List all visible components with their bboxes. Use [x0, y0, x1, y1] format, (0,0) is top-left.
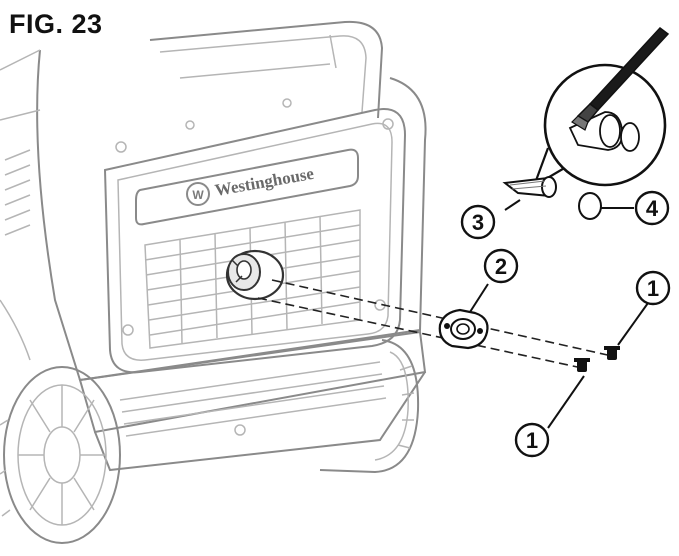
retaining-ring [578, 192, 634, 220]
brand-logo-icon [186, 182, 210, 206]
svg-text:4: 4 [646, 196, 659, 221]
generator-illustration: W Westinghouse [0, 20, 427, 544]
screw-upper [604, 346, 620, 360]
callout-3: 3 [460, 204, 496, 240]
svg-text:W: W [192, 188, 204, 202]
svg-text:3: 3 [472, 210, 484, 235]
svg-text:2: 2 [495, 254, 507, 279]
callout-leaders [469, 199, 649, 429]
exhaust-outlet [225, 249, 285, 301]
callout-1-upper: 1 [635, 270, 671, 306]
detail-magnifier [531, 26, 670, 189]
spark-arrestor-cover [438, 308, 489, 350]
screw-lower [574, 358, 590, 372]
callout-1-lower: 1 [514, 422, 550, 458]
brand-plate [135, 148, 359, 226]
figure-title: FIG. 23 [9, 9, 103, 39]
svg-text:1: 1 [526, 428, 538, 453]
alignment-lines [257, 279, 613, 369]
generator-housing [36, 49, 427, 382]
svg-text:1: 1 [647, 276, 659, 301]
spark-arrestor-screen [502, 176, 557, 198]
front-panel [103, 108, 407, 374]
wheel-left [0, 366, 121, 544]
wheel-right [319, 339, 420, 474]
callout-2: 2 [483, 248, 519, 284]
generator-handle [149, 20, 384, 119]
cleaning-brush-icon [571, 26, 670, 131]
callout-4: 4 [634, 190, 670, 226]
